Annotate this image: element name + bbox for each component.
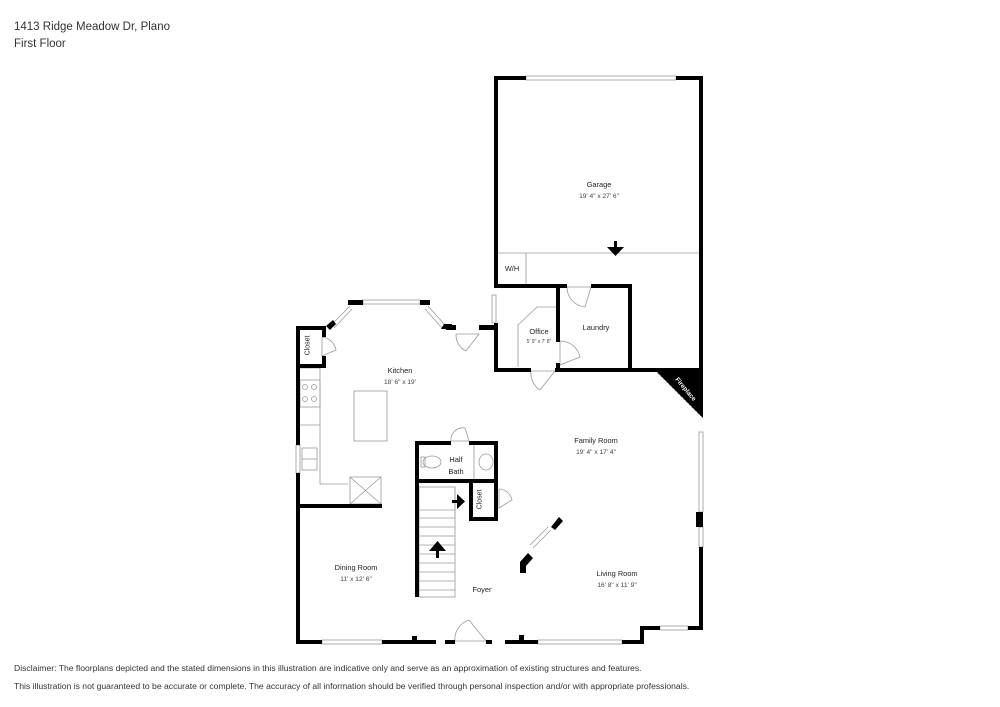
foyer-closet-label: Closet: [476, 489, 484, 510]
dining-room-dims: 11' x 12' 6": [340, 576, 372, 583]
room-label-garage: Garage 19' 4" x 27' 6": [579, 180, 619, 200]
office-name: Office: [529, 327, 549, 336]
property-address: 1413 Ridge Meadow Dr, Plano: [14, 21, 170, 33]
floor-label: First Floor: [14, 38, 66, 50]
family-room-dims: 19' 4" x 17' 4": [576, 449, 616, 456]
garage-name: Garage: [586, 180, 612, 189]
room-label-wh: W/H: [505, 264, 519, 273]
room-label-foyer: Foyer: [473, 585, 492, 594]
family-room-name: Family Room: [574, 436, 618, 445]
office-dims: 5' 9" x 7' 8": [526, 339, 552, 345]
kitchen-dims: 18' 6" x 19': [384, 379, 416, 386]
disclaimer-line-1: Disclaimer: The floorplans depicted and …: [14, 663, 642, 673]
room-label-family-room: Family Room 19' 4" x 17' 4": [574, 436, 618, 456]
room-label-dining-room: Dining Room 11' x 12' 6": [335, 563, 378, 583]
room-label-living-room: Living Room 16' 8" x 11' 9": [596, 569, 637, 589]
fixtures: [295, 75, 704, 645]
wh-name: W/H: [504, 264, 520, 273]
room-label-kitchen: Kitchen 18' 6" x 19': [384, 366, 416, 386]
living-room-name: Living Room: [596, 569, 638, 578]
kitchen-name: Kitchen: [387, 366, 413, 375]
room-label-half-bath: Half Bath: [448, 455, 463, 476]
disclaimer-line-2: This illustration is not guaranteed to b…: [14, 681, 690, 691]
kitchen-closet-label: Closet: [304, 335, 312, 356]
half-bath-line1: Half: [449, 455, 463, 464]
dining-room-name: Dining Room: [334, 563, 378, 572]
walls: [296, 76, 703, 644]
living-room-dims: 16' 8" x 11' 9": [597, 582, 637, 589]
room-label-laundry: Laundry: [583, 323, 610, 332]
arrows: [429, 241, 624, 558]
garage-dims: 19' 4" x 27' 6": [579, 193, 619, 200]
laundry-name: Laundry: [582, 323, 610, 332]
half-bath-line2: Bath: [448, 467, 464, 476]
foyer-name: Foyer: [472, 585, 492, 594]
room-label-office: Office 5' 9" x 7' 8": [527, 327, 552, 345]
